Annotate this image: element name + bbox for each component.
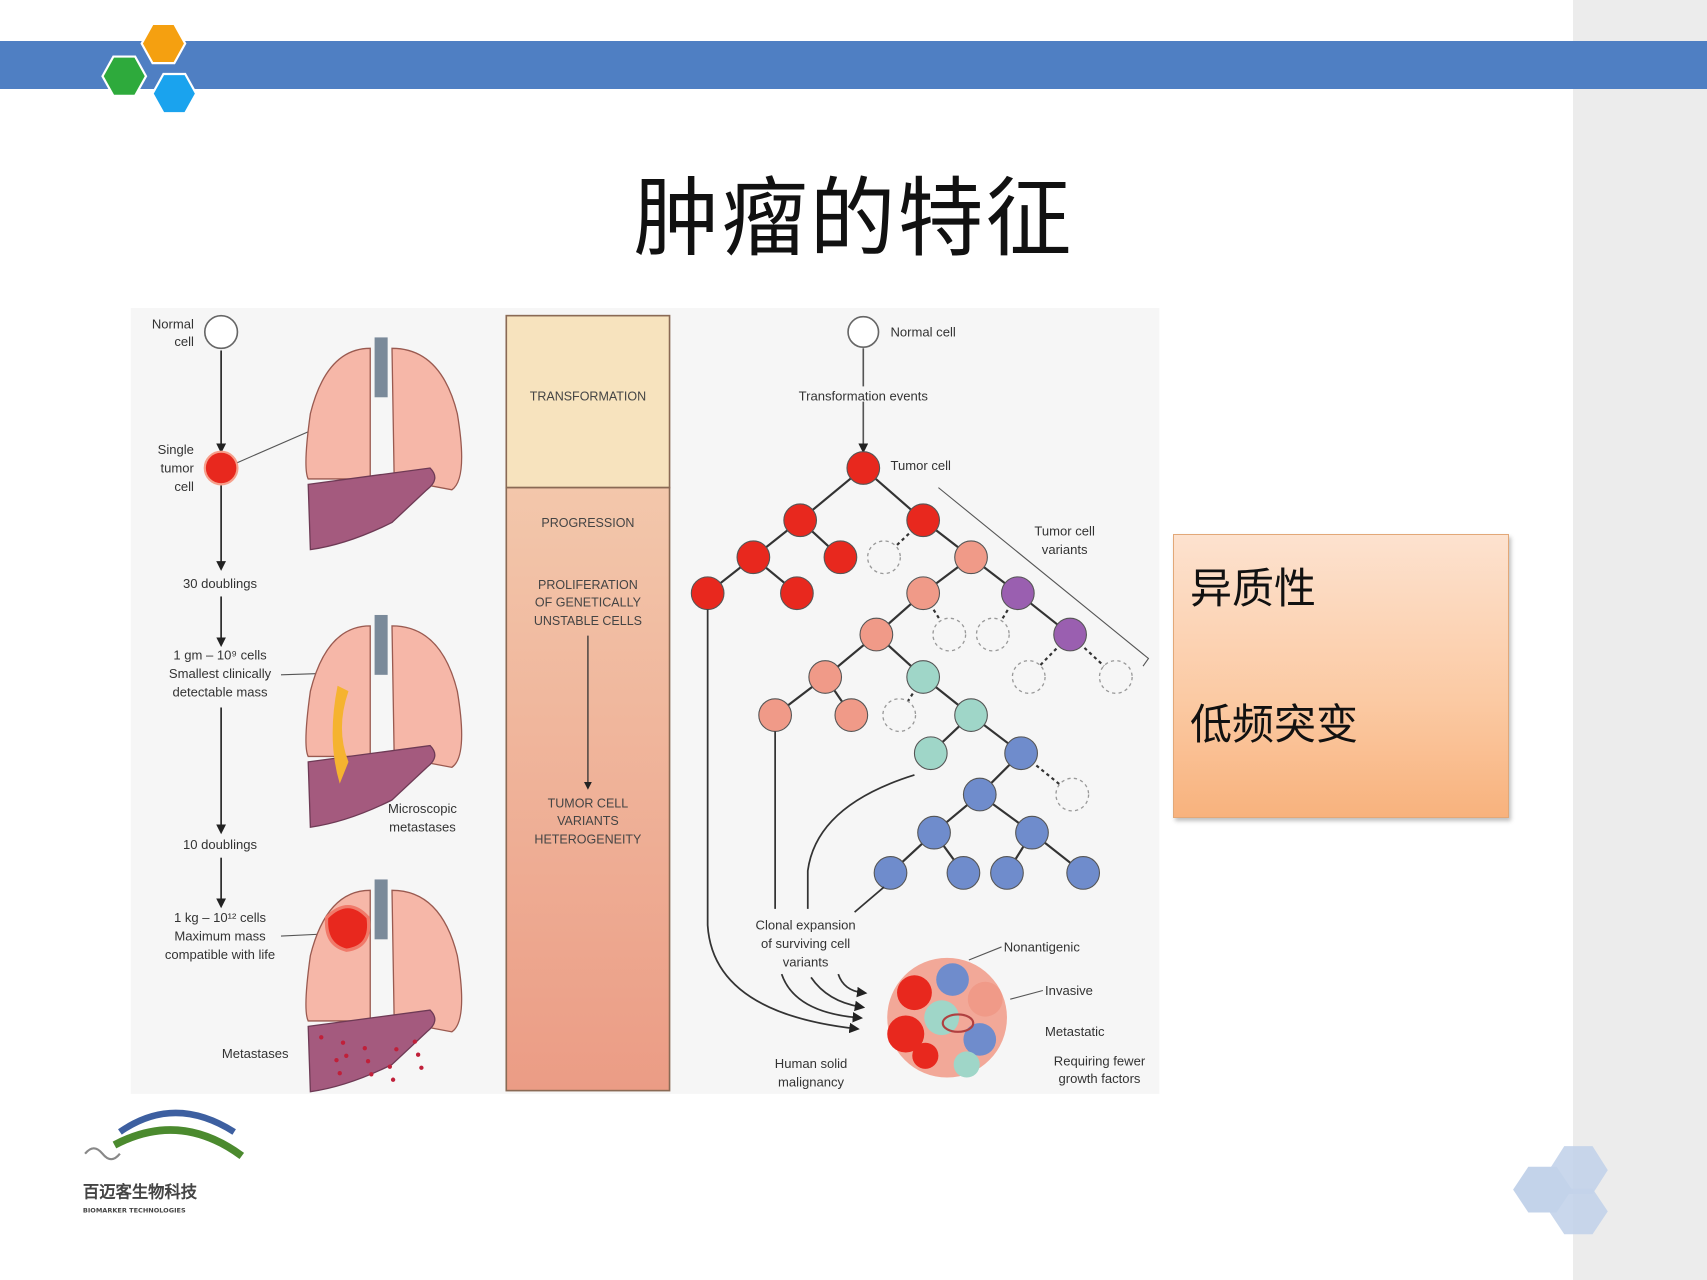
tumor-cell-icon	[203, 450, 239, 486]
label-clonal-expansion: of surviving cell	[761, 936, 850, 951]
decorative-hexagons	[1513, 1146, 1608, 1235]
left-panel: Normal cell Single tumor cell 30 doublin…	[152, 314, 463, 1093]
tumor-cell-red	[906, 503, 941, 538]
company-name-cn: 百迈客生物科技	[83, 1182, 198, 1201]
note-heterogeneity: 异质性	[1190, 564, 1317, 613]
dead-cell-variant	[1098, 660, 1133, 694]
dead-cell-variant	[975, 617, 1010, 652]
dead-cell-variant	[882, 698, 917, 733]
label-fewer-growth-factors: growth factors	[1059, 1071, 1141, 1086]
label-microscopic-metastases: metastases	[389, 820, 456, 835]
label-progression: PROGRESSION	[541, 516, 634, 530]
label-1kg: Maximum mass	[174, 928, 266, 943]
tumor-cell-salmon	[954, 540, 988, 575]
label-tumor-cell-variants: HETEROGENEITY	[534, 833, 642, 847]
label-transformation: TRANSFORMATION	[530, 390, 646, 404]
dead-cell-variant	[1055, 777, 1090, 812]
tumor-cell-salmon	[906, 576, 941, 611]
tumor-cell-teal	[954, 698, 988, 732]
tumor-cell-teal	[906, 660, 941, 694]
tumor-cell-blue	[990, 856, 1024, 890]
normal-cell-icon	[847, 315, 880, 349]
label-1gm: detectable mass	[173, 685, 268, 700]
dead-cell-variant	[866, 540, 901, 575]
right-panel: Normal cell Transformation events Tumor …	[690, 315, 1150, 1089]
label-30-doublings: 30 doublings	[183, 576, 257, 591]
tumor-cell-salmon	[859, 617, 894, 652]
label-proliferation: UNSTABLE CELLS	[534, 614, 642, 628]
label-1gm: Smallest clinically	[169, 666, 272, 681]
label-10-doublings: 10 doublings	[183, 837, 257, 852]
expansion-curves	[706, 609, 915, 1034]
tumor-cell-salmon	[834, 698, 869, 732]
tumor-cell-blue	[873, 856, 908, 890]
side-strip	[1573, 0, 1707, 1280]
label-1gm: 1 gm – 10⁹ cells	[173, 648, 267, 663]
label-clonal-expansion: Clonal expansion	[756, 918, 856, 933]
label-single-tumor-cell: tumor	[161, 460, 195, 475]
tumor-cell-blue	[1004, 736, 1038, 771]
tumor-cell-purple	[1000, 576, 1035, 611]
tumor-cell-blue	[946, 856, 981, 890]
label-metastases: Metastases	[222, 1046, 289, 1061]
label-fewer-growth-factors: Requiring fewer	[1054, 1054, 1146, 1069]
logo-hexagons	[101, 22, 198, 115]
tumor-cell-red	[846, 451, 881, 485]
tumor-cell-red	[780, 576, 814, 611]
tumor-cell-red	[690, 576, 725, 611]
label-1kg: 1 kg – 10¹² cells	[174, 910, 267, 925]
label-tumor-cell-variants: variants	[1042, 542, 1088, 557]
tumor-cell-purple	[1053, 617, 1087, 652]
normal-cell-icon	[203, 314, 239, 350]
label-proliferation: PROLIFERATION	[538, 578, 638, 592]
label-normal-cell-right: Normal cell	[891, 324, 956, 339]
label-transformation-events: Transformation events	[799, 389, 929, 404]
label-microscopic-metastases: Microscopic	[388, 801, 457, 816]
tumor-cell-red	[783, 503, 818, 538]
note-low-freq-mutation: 低频突变	[1190, 700, 1359, 749]
label-tumor-cell-variants: TUMOR CELL	[548, 797, 629, 811]
note-box: 异质性 低频突变	[1173, 534, 1509, 818]
tumor-mass-icon	[887, 957, 1007, 1078]
lungs-liver-illustration	[305, 614, 463, 828]
label-human-solid-malignancy: Human solid	[775, 1056, 848, 1071]
tumor-cell-red	[823, 540, 858, 575]
label-tumor-cell-variants: Tumor cell	[1034, 524, 1095, 539]
label-tumor-cell: Tumor cell	[891, 458, 952, 473]
tumor-cell-blue	[1066, 856, 1101, 890]
label-clonal-expansion: variants	[783, 955, 829, 970]
label-nonantigenic: Nonantigenic	[1004, 939, 1081, 954]
label-normal-cell: Normal	[152, 317, 194, 332]
label-metastatic: Metastatic	[1045, 1024, 1105, 1039]
tumor-cell-blue	[1015, 815, 1049, 850]
label-invasive: Invasive	[1045, 983, 1093, 998]
label-1kg: compatible with life	[165, 947, 275, 962]
lungs-liver-illustration	[305, 879, 463, 1093]
tumor-cell-blue	[962, 777, 997, 812]
label-human-solid-malignancy: malignancy	[778, 1074, 844, 1089]
header-bar	[0, 41, 1707, 89]
label-single-tumor-cell: Single	[158, 442, 194, 457]
tumor-cell-teal	[913, 736, 948, 771]
dead-cell-variant	[932, 617, 967, 652]
label-tumor-cell-variants: VARIANTS	[557, 814, 619, 828]
stage-column: TRANSFORMATION PROGRESSION PROLIFERATION…	[505, 314, 671, 1092]
label-single-tumor-cell: cell	[174, 479, 194, 494]
tumor-cell-salmon	[758, 698, 793, 732]
tumor-cell-salmon	[808, 660, 843, 694]
dead-cell-variant	[1011, 660, 1046, 694]
tumor-cell-blue	[917, 815, 951, 850]
company-name-en: BIOMARKER TECHNOLOGIES	[83, 1207, 186, 1215]
lungs-liver-illustration	[305, 337, 463, 551]
company-logo: 百迈客生物科技 BIOMARKER TECHNOLOGIES	[83, 1109, 245, 1215]
label-normal-cell: cell	[174, 334, 194, 349]
tumor-cell-red	[736, 540, 771, 575]
label-proliferation: OF GENETICALLY	[535, 595, 642, 609]
slide-title: 肿瘤的特征	[633, 169, 1074, 269]
